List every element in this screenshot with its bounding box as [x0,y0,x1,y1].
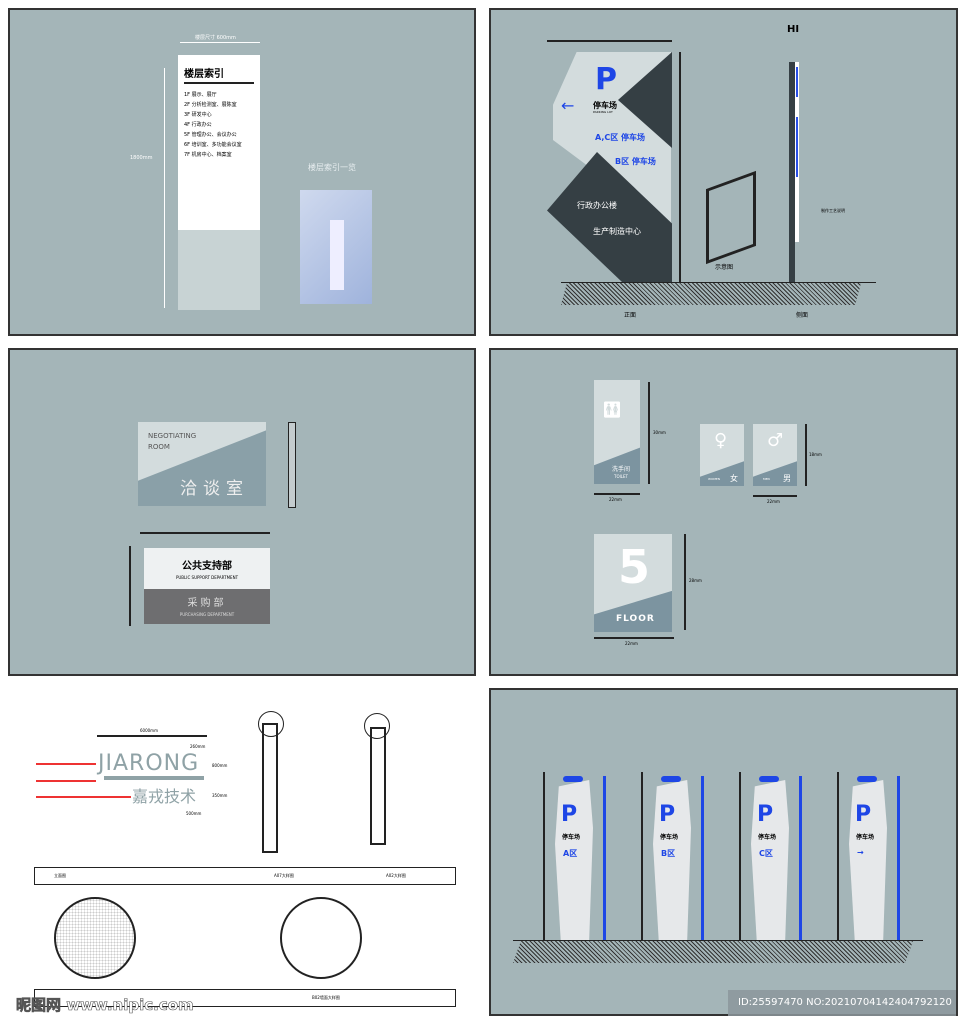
stand-cn: 停车场 [562,834,581,841]
dim-w2: 22mm [767,499,780,504]
parking-stand [849,780,887,940]
parking-en: PARKING LOT [593,110,613,114]
notes-title: 制作工艺说明 [821,208,845,213]
dim-d: 500mm [186,811,202,816]
floor-list-item: 7F 机房中心、档案室 [184,152,232,158]
floor-list: 1F 展示、展厅 2F 分析检测室、展陈室 3F 研发中心 4F 行政办公 5F 管理办… [184,90,254,160]
panel-room-signs: NEGOTIATING ROOM 洽谈室 公共支持部 PUBLIC SUPPOR… [6,346,478,678]
dim-h3: 28mm [689,578,702,583]
label-b: A02大样图 [386,873,406,878]
stand-zone: A区 [563,849,578,858]
p-letter: P [595,62,617,97]
floor-list-item: 5F 管理办公、会议办公 [184,132,237,138]
stand-zone: → [857,848,864,857]
floor-list-item: 1F 展示、展厅 [184,92,217,98]
toilet-person-icon: 🚻︎ [602,400,623,419]
stand-cn: 停车场 [856,834,875,841]
floor-sign: 5 FLOOR [594,534,672,632]
parking-stand [555,780,593,940]
dept2-en: PURCHASING DEPARTMENT [179,612,235,617]
dim-w1: 22mm [609,497,622,502]
man-icon: ♂ [767,430,784,451]
dim-width: 6000mm [140,728,158,733]
stand-zone: B区 [661,849,676,858]
floor-list-item: 4F 行政办公 [184,122,212,128]
stand-p: P [659,802,676,827]
floor-list-item: 6F 培训室、多功能会议室 [184,142,242,148]
side-pole [789,62,795,286]
panel-logo-wall: 6000mm 260mm 800mm 350mm 500mm JIARONG 嘉… [0,683,483,1024]
floor-list-item: 2F 分析检测室、展陈室 [184,102,237,108]
dim-c: 350mm [212,793,228,798]
stand-p: P [855,802,872,827]
front-label: 正面 [624,312,637,319]
dim-h2: 18mm [809,452,822,457]
parking-label: 停车场 [593,101,617,110]
stand-cn: 停车场 [660,834,679,841]
dept-sign: 公共支持部 PUBLIC SUPPORT DEPARTMENT 采购部 PURC… [144,548,270,624]
panel-parking-stands: P 停车场 A区 P 停车场 B区 P 停车场 C区 P 停车场 → [487,686,960,1018]
width-dim: 楼层尺寸 600mm [195,35,236,41]
room-en-1: NEGOTIATING [148,432,197,440]
zone-b: B区 停车场 [615,157,656,166]
panel-floor-index: 楼层尺寸 600mm 1800mm 楼层索引 1F 展示、展厅 2F 分析检测室、… [6,6,478,338]
sign-base [178,230,260,310]
plan-label: 示意图 [715,264,734,271]
stand-p: P [757,802,774,827]
dim-a: 260mm [190,744,206,749]
floor-list-item: 3F 研发中心 [184,112,212,118]
dept2-cn: 采购部 [187,598,227,609]
parking-stand [653,780,691,940]
men-en: MEN [763,477,770,481]
women-cn: 女 [730,474,738,483]
parking-stand [751,780,789,940]
dept1-en: PUBLIC SUPPORT DEPARTMENT [175,575,239,580]
men-cn: 男 [783,474,791,483]
dim-w3: 22mm [625,641,638,646]
watermark-site: 昵图网 www.nipic.com [16,996,194,1015]
plan-shape [706,170,756,265]
women-en: WOMEN [708,477,721,481]
dim-b: 800mm [212,763,228,768]
dim-h1: 30mm [653,430,666,435]
height-dim: 1800mm [130,155,153,161]
side-label: 侧面 [796,312,809,319]
dept1-cn: 公共支持部 [182,561,232,572]
logo-en: JIARONG [98,751,200,776]
woman-icon: ♀ [714,430,728,451]
side-mark: HI [787,24,800,35]
stand-cn: 停车场 [758,834,777,841]
label-front: 立面图 [54,873,66,878]
watermark-id: ID:25597470 NO:20210704142404792120 [728,990,956,1016]
toilet-cn: 洗手间 [612,466,631,473]
panel-parking-sign: P 停车场 PARKING LOT ← A,C区 停车场 B区 停车场 行政办公… [487,6,960,338]
men-sign: ♂ MEN 男 [753,424,797,486]
label-c: B02墙面大样图 [312,995,340,1000]
caption: 楼层索引一览 [308,163,356,172]
floor-number: 5 [618,540,651,594]
label-a: A07大样图 [274,873,294,878]
toilet-sign: 🚻︎ 洗手间 TOILET [594,380,640,484]
stand-zone: C区 [759,849,773,858]
photo-preview [300,190,372,304]
room-en-2: ROOM [148,443,170,451]
panel-toilet-floor-signs: 🚻︎ 洗手间 TOILET 30mm 22mm ♀ WOMEN 女 ♂ MEN … [487,346,960,678]
sign-title: 楼层索引 [184,65,254,84]
floor-index-sign: 楼层索引 1F 展示、展厅 2F 分析检测室、展陈室 3F 研发中心 4F 行政办公 5… [178,55,260,230]
negotiating-room-sign: NEGOTIATING ROOM 洽谈室 [138,422,266,506]
office-label: 行政办公楼 [577,201,617,210]
zone-ac: A,C区 停车场 [595,133,646,142]
left-arrow-icon: ← [561,96,575,115]
toilet-en: TOILET [614,474,628,479]
production-label: 生产制造中心 [593,227,641,236]
women-sign: ♀ WOMEN 女 [700,424,744,486]
logo-cn: 嘉戎技术 [132,787,197,806]
stand-p: P [561,802,578,827]
room-cn: 洽谈室 [180,479,249,499]
floor-label: FLOOR [616,614,655,624]
